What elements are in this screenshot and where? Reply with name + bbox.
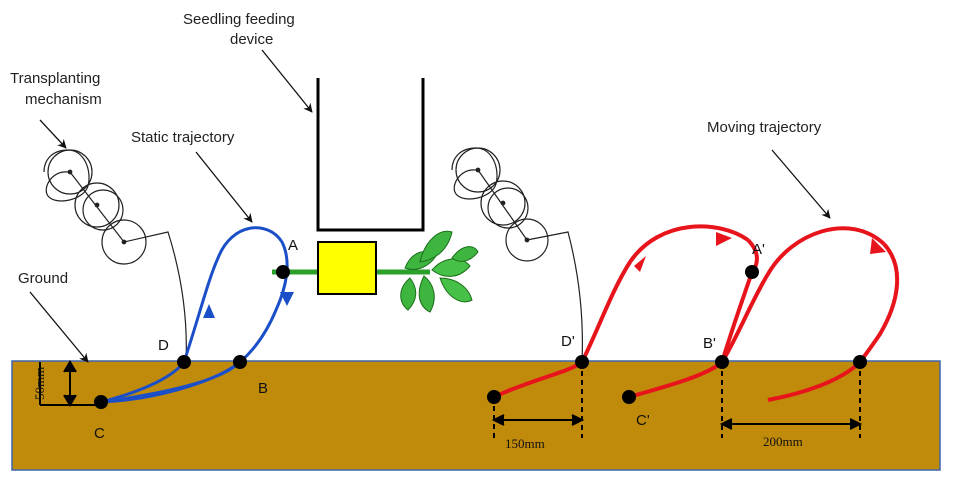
- soil-area: [11, 360, 941, 471]
- point-d-prime-label: D': [561, 333, 575, 350]
- seedling-box: [317, 241, 377, 295]
- depth-label: 50mm: [32, 367, 47, 400]
- spacing-2-label: 200mm: [763, 434, 803, 449]
- depth-dimension: [39, 360, 101, 407]
- callout-ground: [29, 291, 89, 363]
- point-c: [94, 395, 108, 409]
- moving-arrow-3-icon: [870, 238, 886, 254]
- point-c-label: C: [94, 425, 105, 442]
- point-c-prime: [622, 390, 636, 404]
- feeding-device-label-1: Seedling feeding: [183, 11, 295, 28]
- static-arrow-down-icon: [280, 292, 294, 306]
- point-d: [177, 355, 191, 369]
- mechanism-label-1: Transplanting: [10, 70, 100, 87]
- static-trajectory-label: Static trajectory: [131, 129, 235, 146]
- point-c-prime-label: C': [636, 412, 650, 429]
- feeding-device-label-2: device: [230, 31, 273, 48]
- point-a: [276, 265, 290, 279]
- callout-moving: [771, 149, 831, 219]
- moving-arrow-2-icon: [716, 232, 732, 246]
- moving-trajectory-label: Moving trajectory: [707, 119, 822, 136]
- callout-mechanism: [39, 119, 67, 149]
- point-b-prime-label: B': [703, 335, 716, 352]
- point-b: [233, 355, 247, 369]
- point-a-prime: [745, 265, 759, 279]
- seedling-feeding-device: [316, 78, 425, 232]
- point-a-label: A: [288, 237, 298, 254]
- trajectory-points: [94, 265, 867, 409]
- moving-arrow-1-icon: [634, 256, 646, 272]
- static-arrow-up-icon: [203, 304, 215, 318]
- gear-train-icon: [451, 147, 583, 363]
- spacing-1-label: 150mm: [505, 436, 545, 451]
- point-a-prime-label: A': [752, 241, 765, 258]
- spacing-dimension-2: [719, 362, 863, 438]
- spacing-dimension-1: [491, 362, 585, 438]
- callout-feeding-device: [261, 49, 313, 113]
- seedling-leaves-icon: [400, 230, 479, 313]
- seedling: [272, 230, 479, 313]
- point-d-label: D: [158, 337, 169, 354]
- mechanism-label-2: mechanism: [25, 91, 102, 108]
- callout-static: [195, 151, 253, 223]
- point-b-label: B: [258, 380, 268, 397]
- ground-label: Ground: [18, 270, 68, 287]
- gear-train-icon: [43, 149, 187, 363]
